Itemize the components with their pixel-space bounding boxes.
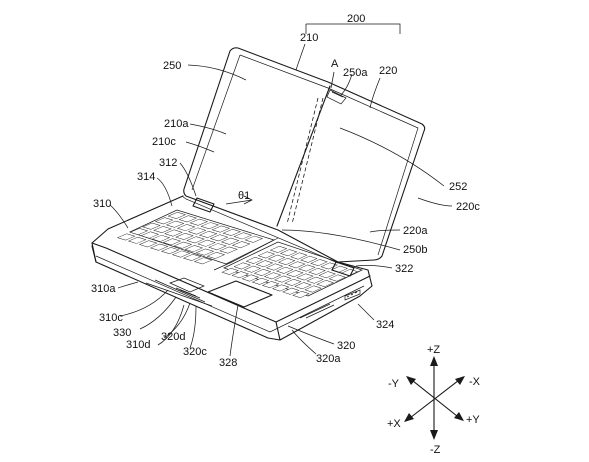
pivot-330 [169, 277, 205, 299]
label-A: A [331, 58, 339, 70]
label-314: 314 [137, 171, 155, 183]
label-220c: 220c [456, 201, 480, 213]
touchpad [207, 280, 273, 308]
arrow-nz [430, 430, 438, 440]
label-250a: 250a [343, 67, 368, 79]
arrow-px [404, 413, 414, 422]
axis-label-pz: +Z [427, 344, 440, 356]
label-220a: 220a [403, 225, 428, 237]
side-ports [344, 289, 361, 301]
arrow-pz [430, 356, 438, 366]
coordinate-axes: +Z -Z -Y +Y -X +X [387, 344, 481, 456]
keyboard-left [116, 211, 264, 265]
label-250b: 250b [403, 244, 427, 256]
hinge-312 [192, 197, 215, 213]
label-220: 220 [379, 65, 397, 77]
leader-lines [109, 23, 453, 357]
label-310d: 310d [126, 339, 150, 351]
label-210a: 210a [164, 118, 189, 130]
label-310: 310 [93, 198, 111, 210]
label-320d: 320d [161, 331, 185, 343]
label-320: 320 [337, 340, 355, 352]
display-assembly [181, 47, 426, 264]
label-312: 312 [159, 157, 177, 169]
label-310c: 310c [99, 312, 123, 324]
reference-labels: 200 210 A 220 250a 250 210a 210c 312 314… [91, 13, 480, 369]
angle-marker [225, 195, 253, 205]
label-320c: 320c [183, 346, 207, 358]
label-330: 330 [113, 327, 131, 339]
arrow-py [454, 412, 464, 421]
axis-label-nz: -Z [430, 444, 441, 456]
label-328: 328 [219, 357, 237, 369]
label-324: 324 [376, 319, 394, 331]
label-theta1: θ1 [238, 190, 250, 202]
label-210c: 210c [152, 136, 176, 148]
hinge-322 [331, 261, 355, 277]
axis-label-px: +X [387, 418, 401, 430]
axis-label-nx: -X [469, 376, 481, 388]
label-200: 200 [347, 13, 365, 25]
arrow-nx [455, 376, 465, 385]
label-320a: 320a [316, 353, 341, 365]
label-250: 250 [163, 60, 181, 72]
axis-label-ny: -Y [388, 378, 400, 390]
label-210: 210 [300, 32, 318, 44]
label-252: 252 [449, 181, 467, 193]
axis-label-py: +Y [466, 414, 480, 426]
base-assembly [91, 195, 373, 341]
label-310a: 310a [91, 283, 116, 295]
label-322: 322 [395, 263, 413, 275]
arrow-ny [406, 376, 416, 385]
